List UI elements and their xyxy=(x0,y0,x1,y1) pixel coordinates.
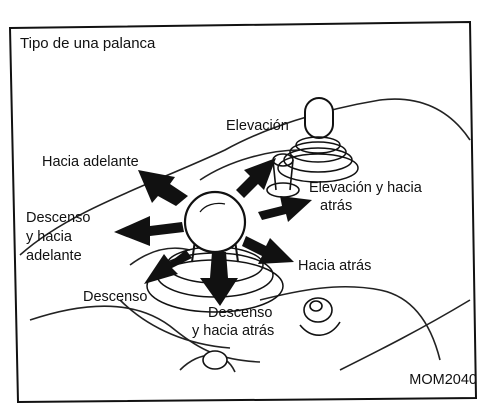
label-descenso: Descenso xyxy=(83,289,148,305)
console-body xyxy=(19,98,471,373)
label-elevacion-atras-line1: Elevación y hacia xyxy=(309,180,422,196)
figure-title: Tipo de una palanca xyxy=(20,35,156,52)
arrow-hacia-adelante xyxy=(138,170,188,206)
label-elevacion: Elevación xyxy=(226,118,289,134)
label-elevacion-atras-line2: atrás xyxy=(320,198,353,214)
label-hacia-adelante: Hacia adelante xyxy=(42,154,139,170)
arrow-hacia-atras xyxy=(242,236,294,264)
secondary-lever xyxy=(277,97,359,183)
arrow-elevacion-atras xyxy=(258,196,312,222)
label-descenso-atras-line1: Descenso xyxy=(208,305,273,321)
arrow-descenso xyxy=(144,250,192,284)
direction-arrows xyxy=(114,158,312,306)
figure-code: MOM2040 xyxy=(409,372,477,388)
figure-border xyxy=(8,20,478,404)
label-descenso-adelante-line1: Descenso xyxy=(26,210,91,226)
label-descenso-atras-line2: y hacia atrás xyxy=(192,323,275,339)
arrow-elevacion xyxy=(236,158,276,198)
label-descenso-adelante-line3: adelante xyxy=(26,248,82,264)
arrow-descenso-adelante xyxy=(114,216,184,246)
round-button xyxy=(299,297,341,336)
label-hacia-atras: Hacia atrás xyxy=(298,258,372,274)
arrow-descenso-atras xyxy=(200,252,238,306)
label-descenso-adelante-line2: y hacia xyxy=(26,229,72,245)
bottom-knob xyxy=(202,350,228,370)
